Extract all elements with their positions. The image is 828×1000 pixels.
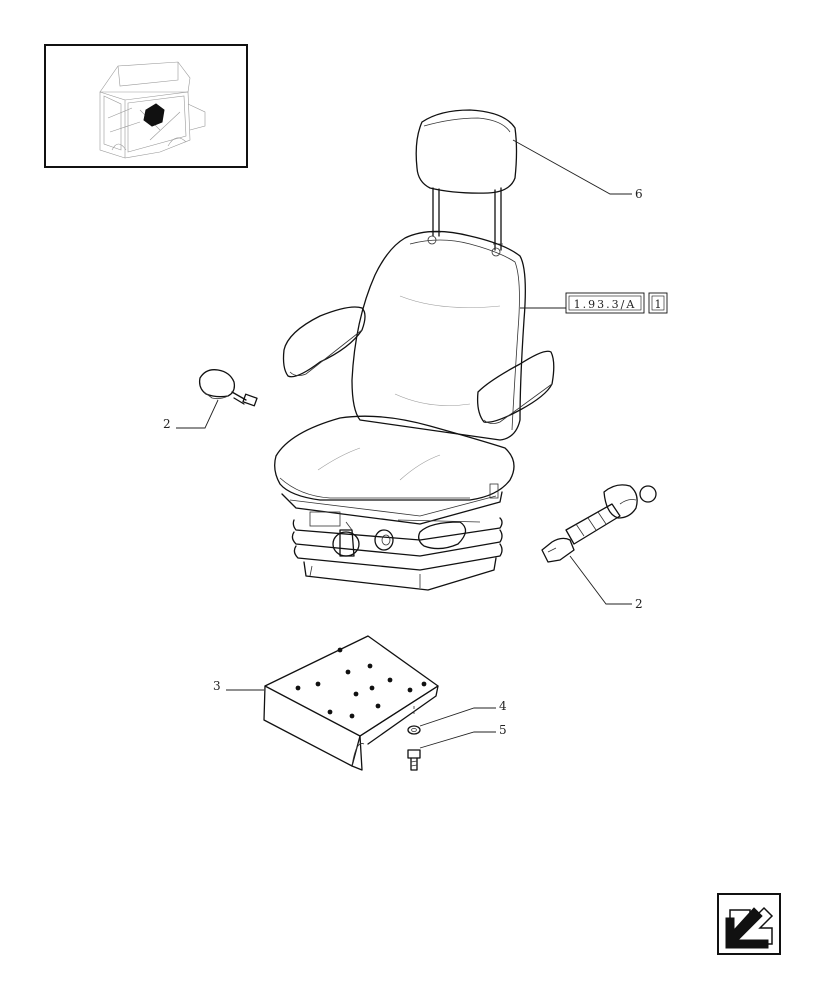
weight-adjust-knob	[332, 521, 360, 557]
headrest	[415, 109, 518, 251]
screw	[407, 749, 421, 771]
callout-5: 5	[499, 723, 507, 737]
seat-backrest	[351, 230, 526, 441]
washer	[407, 706, 421, 735]
seat-belt-strap	[541, 484, 657, 563]
callout-4: 4	[499, 699, 507, 713]
reference-code[interactable]: 1.93.3/A	[574, 298, 637, 311]
callout-2-left: 2	[163, 417, 171, 431]
arrow-prev-page-icon	[725, 906, 774, 949]
leader-lines	[176, 139, 632, 749]
seat-suspension	[281, 483, 503, 591]
callout-6: 6	[635, 187, 643, 201]
seat-cushion	[274, 415, 515, 501]
callout-3: 3	[213, 679, 221, 693]
callout-2-right: 2	[635, 597, 643, 611]
reference-sheet[interactable]: 1	[655, 298, 662, 311]
prev-page-button[interactable]	[717, 893, 781, 955]
armrest-right	[476, 350, 555, 424]
armrest-left	[282, 306, 366, 378]
mounting-plate	[263, 635, 439, 771]
seat-belt-buckle	[198, 369, 258, 407]
tractor-cab-location-icon	[99, 61, 206, 159]
tractor-thumbnail	[44, 44, 248, 168]
height-adjust-knob	[374, 529, 394, 551]
reference-box[interactable]: 1.93.3/A 1	[565, 292, 668, 314]
